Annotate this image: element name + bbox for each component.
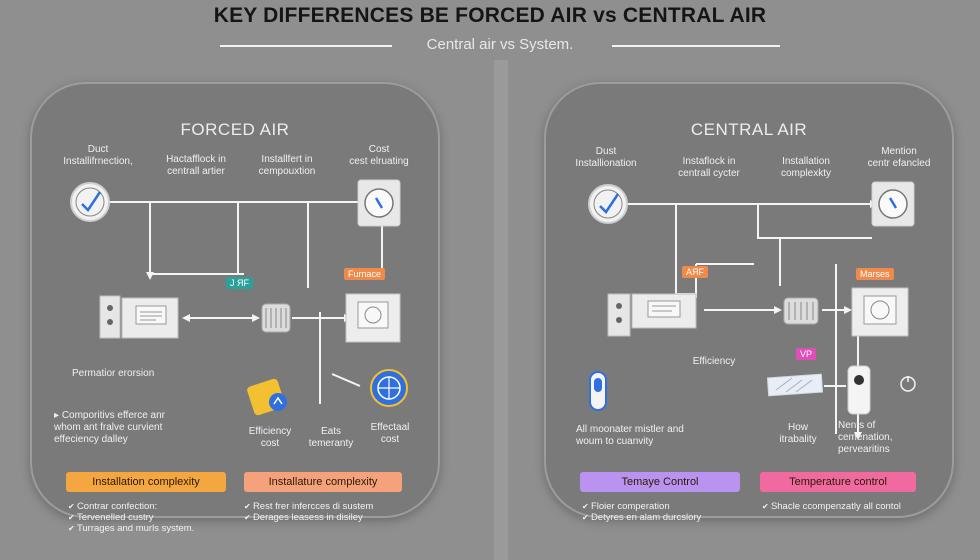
furnace-icon <box>345 293 401 343</box>
branch-line-2 <box>757 204 872 239</box>
permatior-label: Permatior erorsion <box>72 368 155 379</box>
marses-tag: Marses <box>856 268 894 280</box>
forced-air-title: FORCED AIR <box>180 120 290 139</box>
arrowhead <box>182 314 190 322</box>
effectual-label: Effectaal cost <box>370 422 410 445</box>
arrowhead <box>146 272 154 280</box>
installature-complexity-pill: Installature complexity <box>244 472 402 492</box>
arrowhead <box>252 314 260 322</box>
background-divider <box>494 60 508 560</box>
air-handler-unit-icon <box>99 295 179 339</box>
central-air-diagram <box>588 181 916 440</box>
air-tag: AЯF <box>682 266 708 278</box>
arrowhead <box>854 432 862 440</box>
central-air-bullets-a: Floier comperation Detyres en alam durcs… <box>582 501 752 523</box>
filter-panel-icon <box>766 373 824 397</box>
power-button-icon <box>900 376 916 392</box>
temperature-control-pill: Temperature control <box>760 472 916 492</box>
bullet-item: Floier comperation <box>582 501 752 512</box>
forced-air-bullets-a: Contrar confection: Tervenelled custry T… <box>68 501 228 534</box>
duct-label: Dust Installionation <box>575 146 637 169</box>
gauge-icon <box>70 182 110 222</box>
furnace-tag: Furnace <box>344 268 386 280</box>
central-air-title: CENTRAL AIR <box>690 120 808 139</box>
page-subtitle: Central air vs System. <box>426 36 574 53</box>
bullet-item: Turrages and murls system. <box>68 523 228 534</box>
page-title: KEY DIFFERENCES BE FORCED AIR vs CENTRAL… <box>213 4 767 27</box>
remote-sensor-icon <box>847 365 871 415</box>
arrowhead <box>774 306 782 314</box>
heat-label: Hactafflock in centrall artier <box>166 154 226 177</box>
jet-tag: J ЯF <box>226 277 253 289</box>
how-label: How itrabality <box>779 422 817 445</box>
arrowhead <box>844 306 852 314</box>
thermostat-icon <box>589 371 607 411</box>
efficiency-label: Efficiency <box>692 356 736 367</box>
subtitle-rule-left <box>220 45 392 47</box>
heat-label: Instaflock in centrall cycter <box>678 156 740 179</box>
cost-label: Cost cest elruating <box>349 144 409 167</box>
bullet-item: Shacle ccompenzatly all contol <box>762 501 942 512</box>
bullet-item: Rest frer infercces di sustem <box>244 501 414 512</box>
mention-label: Mention centr efancled <box>867 146 931 169</box>
central-air-bullets-b: Shacle ccompenzatly all contol <box>762 501 942 512</box>
subtitle-rule-right <box>612 45 780 47</box>
blower-motor-icon <box>261 303 291 333</box>
gauge-icon <box>588 184 628 224</box>
all-moonater-label: All moonater mistler and woum to cuanvit… <box>576 424 684 447</box>
blower-motor-icon <box>783 297 819 325</box>
effectual-cost-icon <box>370 369 408 407</box>
compressor-icon <box>851 287 909 337</box>
installation-label: Installation complexkty <box>780 156 831 179</box>
bullet-item: Derages leasess in disiley <box>244 512 414 523</box>
nents-label: Nents of cemenation, pervearitins <box>838 420 893 455</box>
vp-tag: VP <box>796 348 817 360</box>
central-air-panel: CENTRAL AIR Dust Installionation Instafl… <box>544 82 954 523</box>
temaye-control-pill: Temaye Control <box>580 472 740 492</box>
duct-label: Duct Installifrnection, <box>63 144 133 167</box>
comparative-label: Comporitivs efferce anr whom ant fralve … <box>54 410 234 446</box>
eff-link-line <box>331 373 361 387</box>
bullet-item: Tervenelled custry <box>68 512 228 523</box>
install-label: Installfert in cempouxtion <box>258 154 316 177</box>
eats-label: Eats temeranty <box>308 426 354 449</box>
subtitle-row: Central air vs System. <box>220 36 780 56</box>
efficiency-cost-label: Efficiency cost <box>248 426 292 449</box>
forced-air-diagram <box>70 179 408 416</box>
mention-gauge-icon <box>871 181 915 227</box>
efficiency-fan-icon <box>247 378 287 416</box>
air-handler-unit-icon <box>607 293 697 337</box>
bullet-item: Detyres en alam durcslory <box>582 512 752 523</box>
forced-air-bullets-b: Rest frer infercces di sustem Derages le… <box>244 501 414 523</box>
bullet-item: Contrar confection: <box>68 501 228 512</box>
cost-gauge-icon <box>357 179 401 227</box>
installation-complexity-pill: Installation complexity <box>66 472 226 492</box>
forced-air-panel: FORCED AIR Duct Installifrnection, Hacta… <box>30 82 440 534</box>
